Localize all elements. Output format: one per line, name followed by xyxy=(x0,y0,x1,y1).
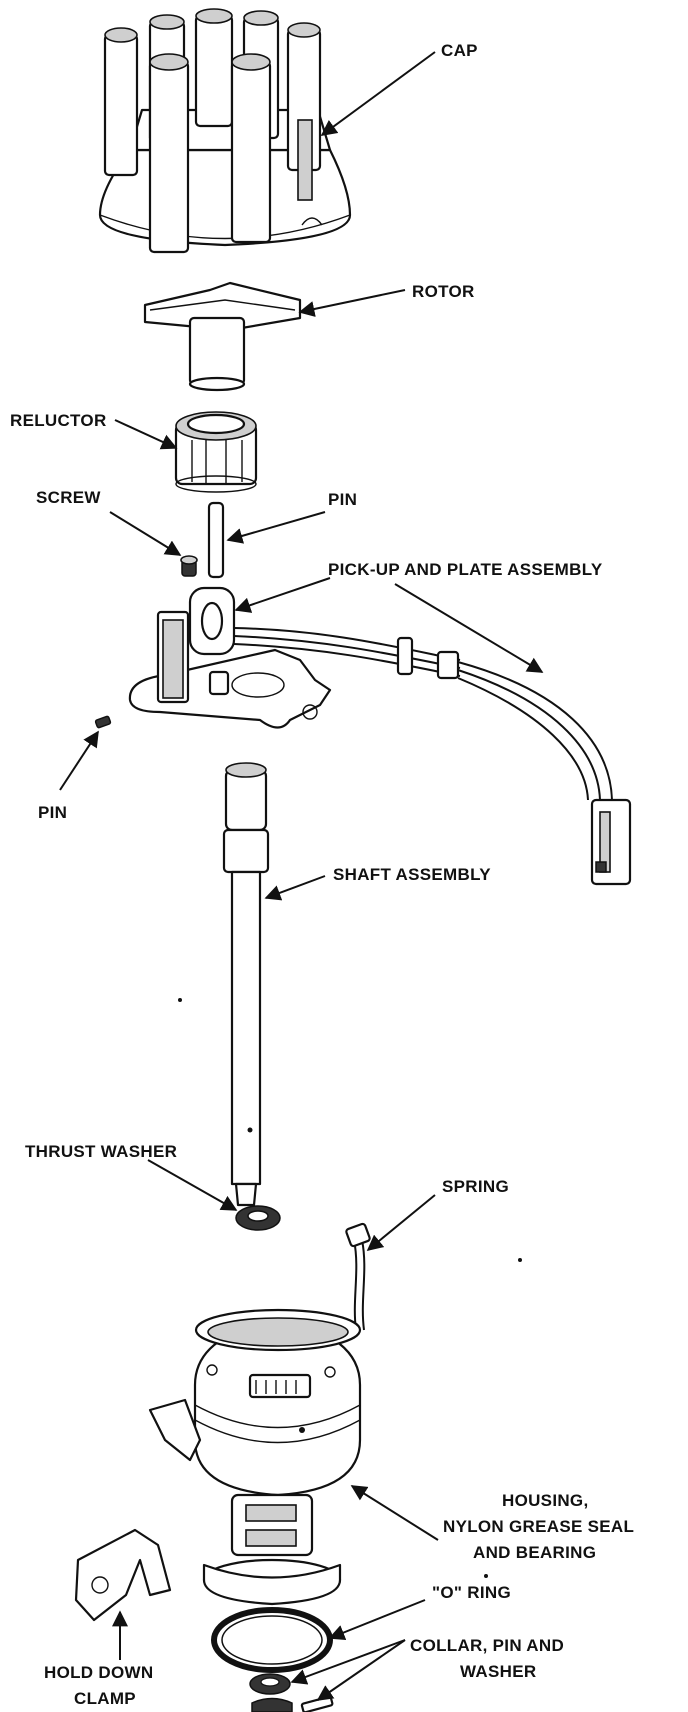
label-thrust-washer: THRUST WASHER xyxy=(25,1142,177,1161)
label-housing-line1: HOUSING, xyxy=(502,1491,588,1510)
pickup-plate-assembly xyxy=(128,586,632,886)
label-reluctor: RELUCTOR xyxy=(10,411,107,430)
hold-down-clamp xyxy=(74,1528,172,1622)
label-rotor: ROTOR xyxy=(412,282,475,301)
speck xyxy=(178,998,182,1002)
label-collar-line2: WASHER xyxy=(460,1662,536,1681)
distributor-cap xyxy=(98,8,352,254)
label-spring: SPRING xyxy=(442,1177,509,1196)
pin-left xyxy=(94,715,112,729)
label-pin-left: PIN xyxy=(38,803,67,822)
reluctor xyxy=(174,411,258,493)
label-pickup-plate: PICK-UP AND PLATE ASSEMBLY xyxy=(328,560,603,579)
speck xyxy=(484,1574,488,1578)
label-housing-line2: NYLON GREASE SEAL xyxy=(443,1517,634,1536)
part-labels: CAP ROTOR RELUCTOR SCREW PIN PICK-UP AND… xyxy=(10,41,634,1708)
spring xyxy=(345,1222,371,1331)
label-o-ring: "O" RING xyxy=(432,1583,511,1602)
o-ring xyxy=(211,1607,333,1673)
label-clamp-line2: CLAMP xyxy=(74,1689,136,1708)
label-clamp-line1: HOLD DOWN xyxy=(44,1663,153,1682)
label-collar-line1: COLLAR, PIN AND xyxy=(410,1636,564,1655)
shaft-assembly xyxy=(222,762,270,1207)
leader-lines xyxy=(59,51,544,1701)
pin-top xyxy=(207,501,225,579)
screw xyxy=(180,555,198,577)
collar-pin-washer xyxy=(249,1673,334,1712)
label-screw: SCREW xyxy=(36,488,101,507)
thrust-washer xyxy=(235,1205,281,1231)
label-shaft-assembly: SHAFT ASSEMBLY xyxy=(333,865,491,884)
speck xyxy=(518,1258,522,1262)
label-housing-line3: AND BEARING xyxy=(473,1543,596,1562)
housing xyxy=(148,1308,362,1606)
label-pin-top: PIN xyxy=(328,490,357,509)
rotor xyxy=(143,281,302,392)
label-cap: CAP xyxy=(441,41,478,60)
